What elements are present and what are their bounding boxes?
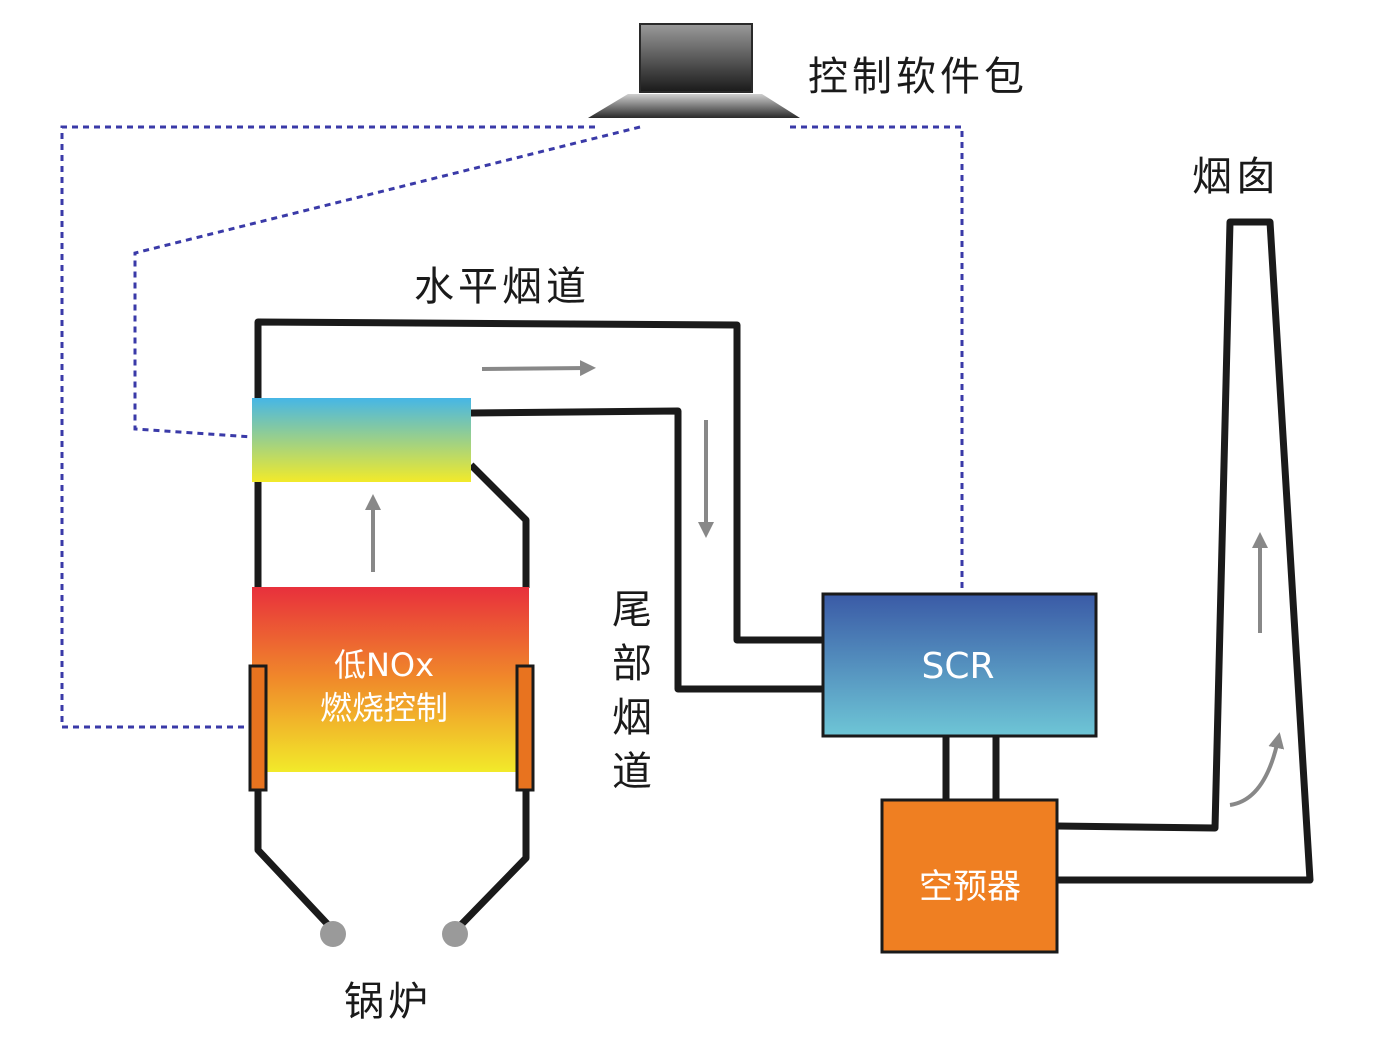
right-side-electrode [515,664,535,792]
control-package-label: 控制软件包 [808,54,1028,100]
boiler-left-leg [254,790,336,933]
laptop-icon [588,23,800,118]
low-nox-label-line1: 低NOx [334,646,434,684]
boiler-label: 锅炉 [344,979,432,1025]
control-line-to-scr [790,125,964,592]
control-line-outer [60,125,595,729]
control-line-to-sensor [133,125,641,439]
tail-flue-inner [470,407,823,693]
air-preheater-box [880,798,1059,954]
tail-flue-char: 道 [612,749,656,795]
furnace-left-wall [254,318,823,644]
flow-arrows [365,360,1285,807]
chimney-label: 烟囱 [1192,154,1280,200]
tail-flue-char: 部 [612,641,656,687]
boiler-right-leg [453,790,530,933]
low-nox-label-line2: 燃烧控制 [320,689,448,727]
scr-box [821,592,1098,738]
control-signal-lines [60,125,964,729]
furnace-walls [254,218,1314,933]
tail-flue-char: 尾 [612,587,656,633]
tail-flue-char: 烟 [612,695,656,741]
burner-node-icon [320,921,346,947]
duct-to-chimney-upper [1056,218,1314,884]
low-nox-combustion-box [252,587,529,772]
tail-flue-label: 尾 部 烟 道 [612,587,656,795]
burner-node-icon [442,921,468,947]
furnace-right-upper [468,462,530,588]
flow-arrow-right [481,360,596,377]
scr-label: SCR [921,646,994,687]
horizontal-flue-label: 水平烟道 [414,264,590,310]
flow-arrow-curve [1229,732,1285,807]
left-side-electrode [248,664,268,792]
air-preheater-label: 空预器 [919,867,1021,907]
sensor-box [252,398,471,482]
